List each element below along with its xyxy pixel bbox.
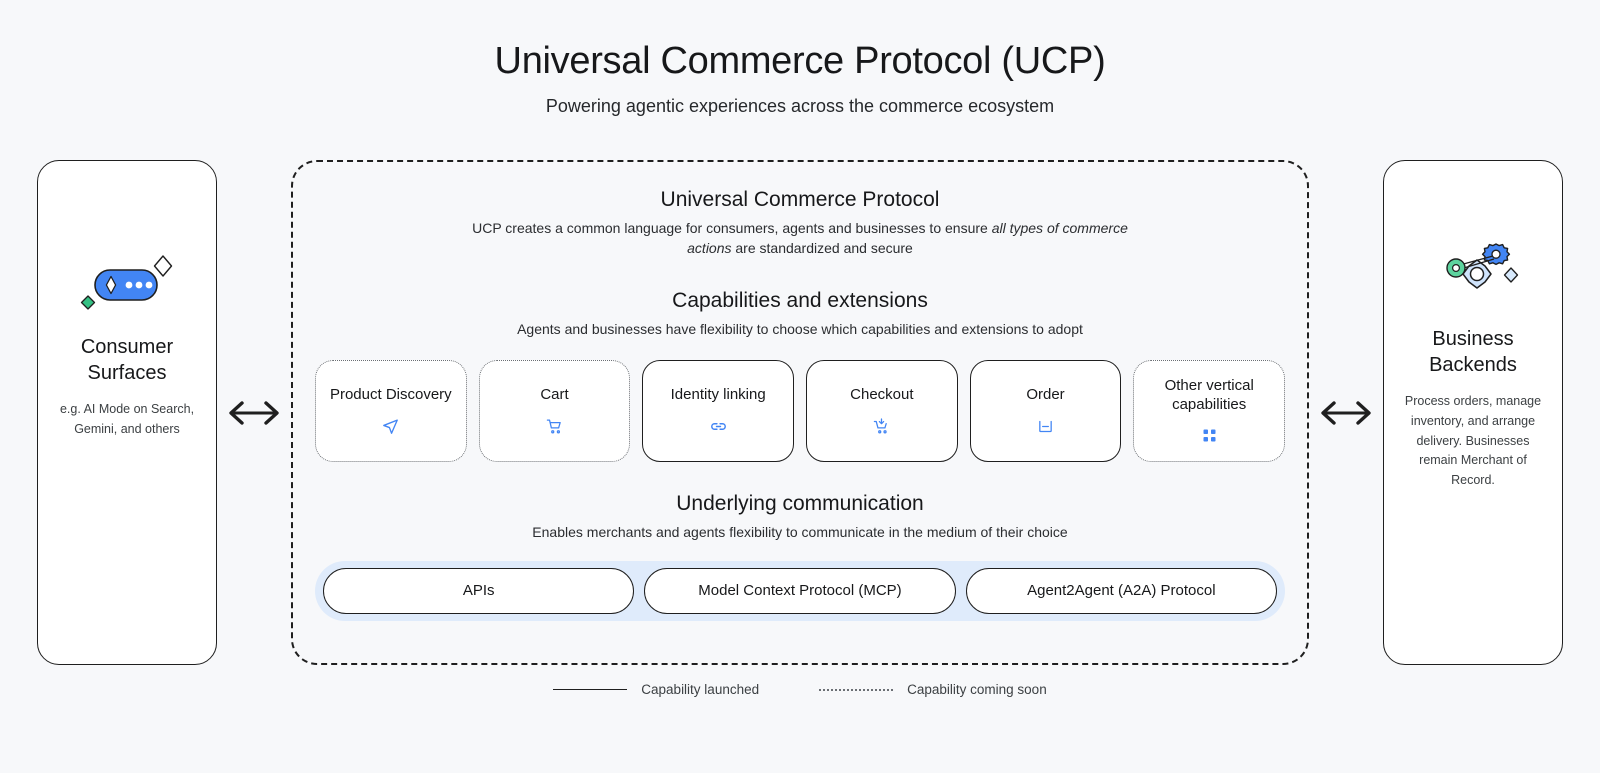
diagram-stage: Consumer Surfaces e.g. AI Mode on Search…: [0, 160, 1600, 665]
page-title: Universal Commerce Protocol (UCP): [494, 40, 1106, 82]
protocol-pill-mcp[interactable]: Model Context Protocol (MCP): [644, 567, 956, 614]
legend-solid-line-swatch: [553, 689, 628, 690]
legend-dotted-line-swatch: [819, 688, 894, 691]
capabilities-subtitle: Agents and businesses have flexibility t…: [517, 320, 1083, 337]
package-box-icon: [1037, 417, 1054, 435]
gears-automation-icon: [1423, 239, 1523, 311]
protocol-pill-a2a[interactable]: Agent2Agent (A2A) Protocol: [965, 567, 1277, 614]
link-icon: [709, 417, 728, 435]
capability-label: Product Discovery: [329, 386, 452, 404]
capability-card-cart[interactable]: Cart: [478, 359, 631, 462]
ucp-subtitle-pre: UCP creates a common language for consum…: [472, 220, 992, 236]
capability-card-order[interactable]: Order: [969, 359, 1122, 462]
shopping-cart-icon: [546, 417, 563, 435]
ucp-subtitle-post: are standardized and secure: [731, 239, 913, 256]
left-bidirectional-arrow: [217, 160, 291, 665]
legend-label: Capability coming soon: [907, 682, 1047, 697]
capabilities-title: Capabilities and extensions: [672, 288, 928, 312]
consumer-surfaces-description: e.g. AI Mode on Search, Gemini, and othe…: [59, 402, 195, 436]
ucp-title: Universal Commerce Protocol: [660, 188, 940, 211]
capability-card-other-vertical[interactable]: Other vertical capabilities: [1133, 359, 1286, 462]
bidirectional-arrow-icon: [1321, 400, 1371, 425]
consumer-surfaces-title: Consumer Surfaces: [80, 336, 174, 384]
legend-item-launched: Capability launched: [553, 682, 759, 697]
business-backends-panel[interactable]: Business Backends Process orders, manage…: [1383, 160, 1563, 665]
capability-card-identity-linking[interactable]: Identity linking: [642, 359, 794, 462]
communication-subtitle: Enables merchants and agents flexibility…: [532, 523, 1068, 540]
capability-label: Identity linking: [670, 386, 766, 404]
protocol-pill-apis[interactable]: APIs: [323, 567, 635, 614]
communication-title: Underlying communication: [676, 491, 924, 515]
capability-card-product-discovery[interactable]: Product Discovery: [314, 359, 467, 462]
capability-label: Order: [1026, 386, 1065, 404]
capability-label: Cart: [540, 386, 569, 404]
bidirectional-arrow-icon: [229, 400, 279, 425]
ucp-subtitle: UCP creates a common language for consum…: [450, 219, 1150, 259]
protocol-pill-band: APIs Model Context Protocol (MCP) Agent2…: [315, 560, 1285, 621]
capability-label: Checkout: [850, 386, 914, 404]
ucp-container: Universal Commerce Protocol UCP creates …: [291, 160, 1309, 665]
legend-label: Capability launched: [641, 682, 760, 697]
right-bidirectional-arrow: [1309, 160, 1383, 665]
legend: Capability launched Capability coming so…: [0, 682, 1600, 697]
capability-card-checkout[interactable]: Checkout: [806, 359, 958, 462]
send-icon: [382, 417, 399, 435]
page-header: Universal Commerce Protocol (UCP) Poweri…: [0, 0, 1600, 117]
business-backends-description: Process orders, manage inventory, and ar…: [1404, 394, 1542, 488]
ucp-subtitle-emphasis: all types of commerce actions: [687, 220, 1128, 256]
cart-checkout-icon: [873, 417, 890, 435]
page-subtitle: Powering agentic experiences across the …: [545, 95, 1055, 116]
ai-sparkle-pill-icon: [77, 247, 177, 319]
business-backends-title: Business Backends: [1429, 328, 1517, 376]
legend-item-coming-soon: Capability coming soon: [819, 682, 1047, 697]
grid-apps-icon: [1202, 426, 1217, 444]
capability-label: Other vertical capabilities: [1164, 376, 1254, 413]
consumer-surfaces-panel[interactable]: Consumer Surfaces e.g. AI Mode on Search…: [37, 160, 217, 665]
capability-card-row: Product Discovery Cart: [314, 359, 1286, 462]
